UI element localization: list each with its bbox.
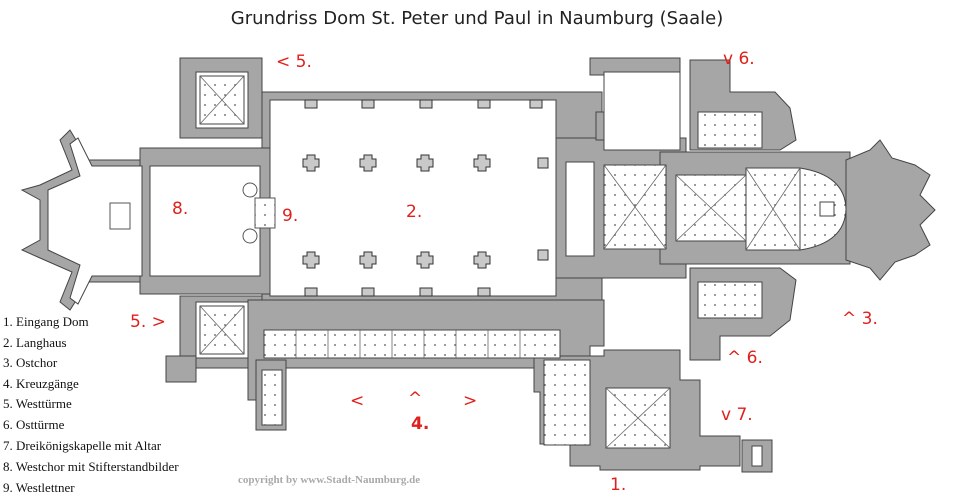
nave-pillars	[302, 154, 549, 269]
legend-item: 6. Osttürme	[3, 416, 65, 432]
label-2: 2.	[406, 202, 423, 222]
copyright-notice: copyright by www.Stadt-Naumburg.de	[238, 474, 421, 486]
diagram-title: Grundriss Dom St. Peter und Paul in Naum…	[230, 8, 724, 29]
label-4-right-arrow: >	[463, 391, 478, 411]
legend-item: 7. Dreikönigskapelle mit Altar	[3, 438, 162, 453]
label-8: 8.	[172, 199, 189, 219]
legend-item: 1. Eingang Dom	[3, 314, 89, 329]
label-4-up-arrow: ^	[408, 389, 423, 409]
legend-item: 4. Kreuzgänge	[3, 375, 79, 391]
label-5-south: 5. >	[130, 312, 166, 332]
legend-item: 5. Westtürme	[3, 396, 72, 411]
label-4-left-arrow: <	[350, 391, 365, 411]
legend-item: 3. Ostchor	[3, 355, 58, 370]
label-4: 4.	[411, 414, 430, 434]
label-6-south: ^ 6.	[727, 348, 763, 368]
label-5-north: < 5.	[276, 52, 312, 72]
label-7: v 7.	[721, 405, 753, 425]
label-1: 1.	[610, 475, 627, 495]
label-6-north: v 6.	[723, 49, 755, 69]
label-9: 9.	[282, 206, 299, 226]
label-3: ^ 3.	[842, 309, 878, 329]
legend-item: 9. Westlettner	[3, 480, 75, 495]
legend-item: 8. Westchor mit Stifterstandbilder	[3, 458, 179, 474]
legend-item: 2. Langhaus	[3, 334, 67, 350]
legend: 1. Eingang Dom 2. Langhaus 3. Ostchor 4.…	[3, 312, 179, 499]
east-apse	[845, 139, 936, 281]
